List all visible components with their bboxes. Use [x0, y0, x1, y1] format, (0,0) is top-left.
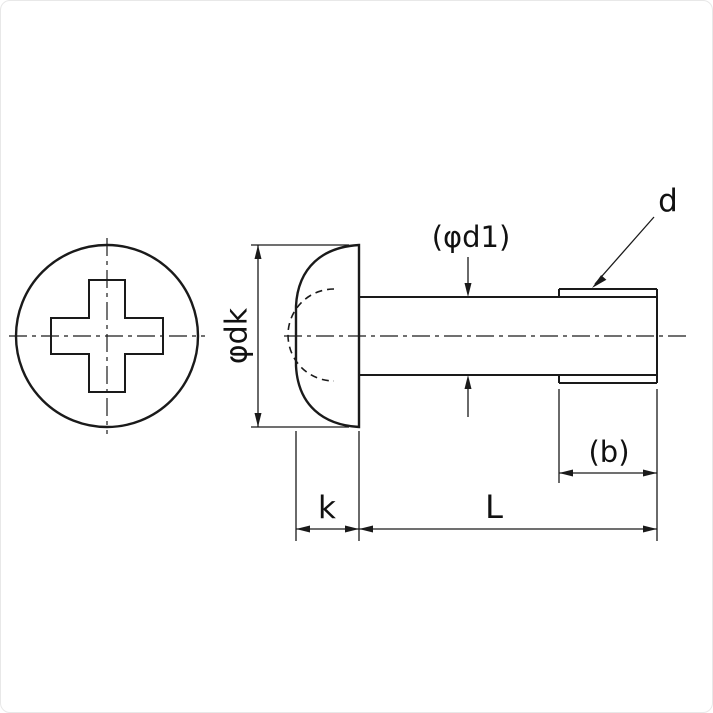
dim-label-thread-diameter: d	[658, 183, 678, 219]
arrowhead-up-icon	[464, 375, 472, 389]
dim-label-shank-diameter: (φd1)	[432, 220, 511, 254]
front-view	[9, 238, 205, 434]
dim-label-head-height: k	[318, 490, 336, 526]
dimension-shank-diameter: (φd1)	[432, 220, 511, 417]
leader-arrowhead-icon	[592, 275, 607, 288]
arrowhead-left-icon	[296, 525, 310, 533]
side-view	[284, 243, 689, 429]
head-profile	[294, 243, 361, 429]
arrowhead-right-icon	[643, 469, 657, 477]
recess-hidden-arc	[287, 288, 335, 382]
head-circle	[14, 243, 200, 429]
dimension-head-diameter: φdk	[220, 244, 349, 428]
leader-line	[594, 216, 655, 285]
arrowhead-down-icon	[464, 283, 472, 297]
dim-label-screw-length: L	[485, 488, 503, 526]
arrowhead-left-icon	[359, 525, 373, 533]
arrowhead-right-icon	[345, 525, 359, 533]
arrowhead-up-icon	[254, 245, 262, 259]
dimension-thread-length: (b)	[558, 389, 658, 541]
dimension-head-height: k	[295, 431, 360, 541]
dimension-screw-length: L	[359, 488, 657, 533]
dim-label-head-diameter: φdk	[220, 307, 255, 364]
arrowhead-left-icon	[559, 469, 573, 477]
dim-label-thread-length: (b)	[588, 435, 629, 469]
arrowhead-right-icon	[643, 525, 657, 533]
arrowhead-down-icon	[254, 413, 262, 427]
phillips-cross-icon	[50, 279, 164, 393]
dimension-thread-diameter: d	[592, 183, 678, 288]
